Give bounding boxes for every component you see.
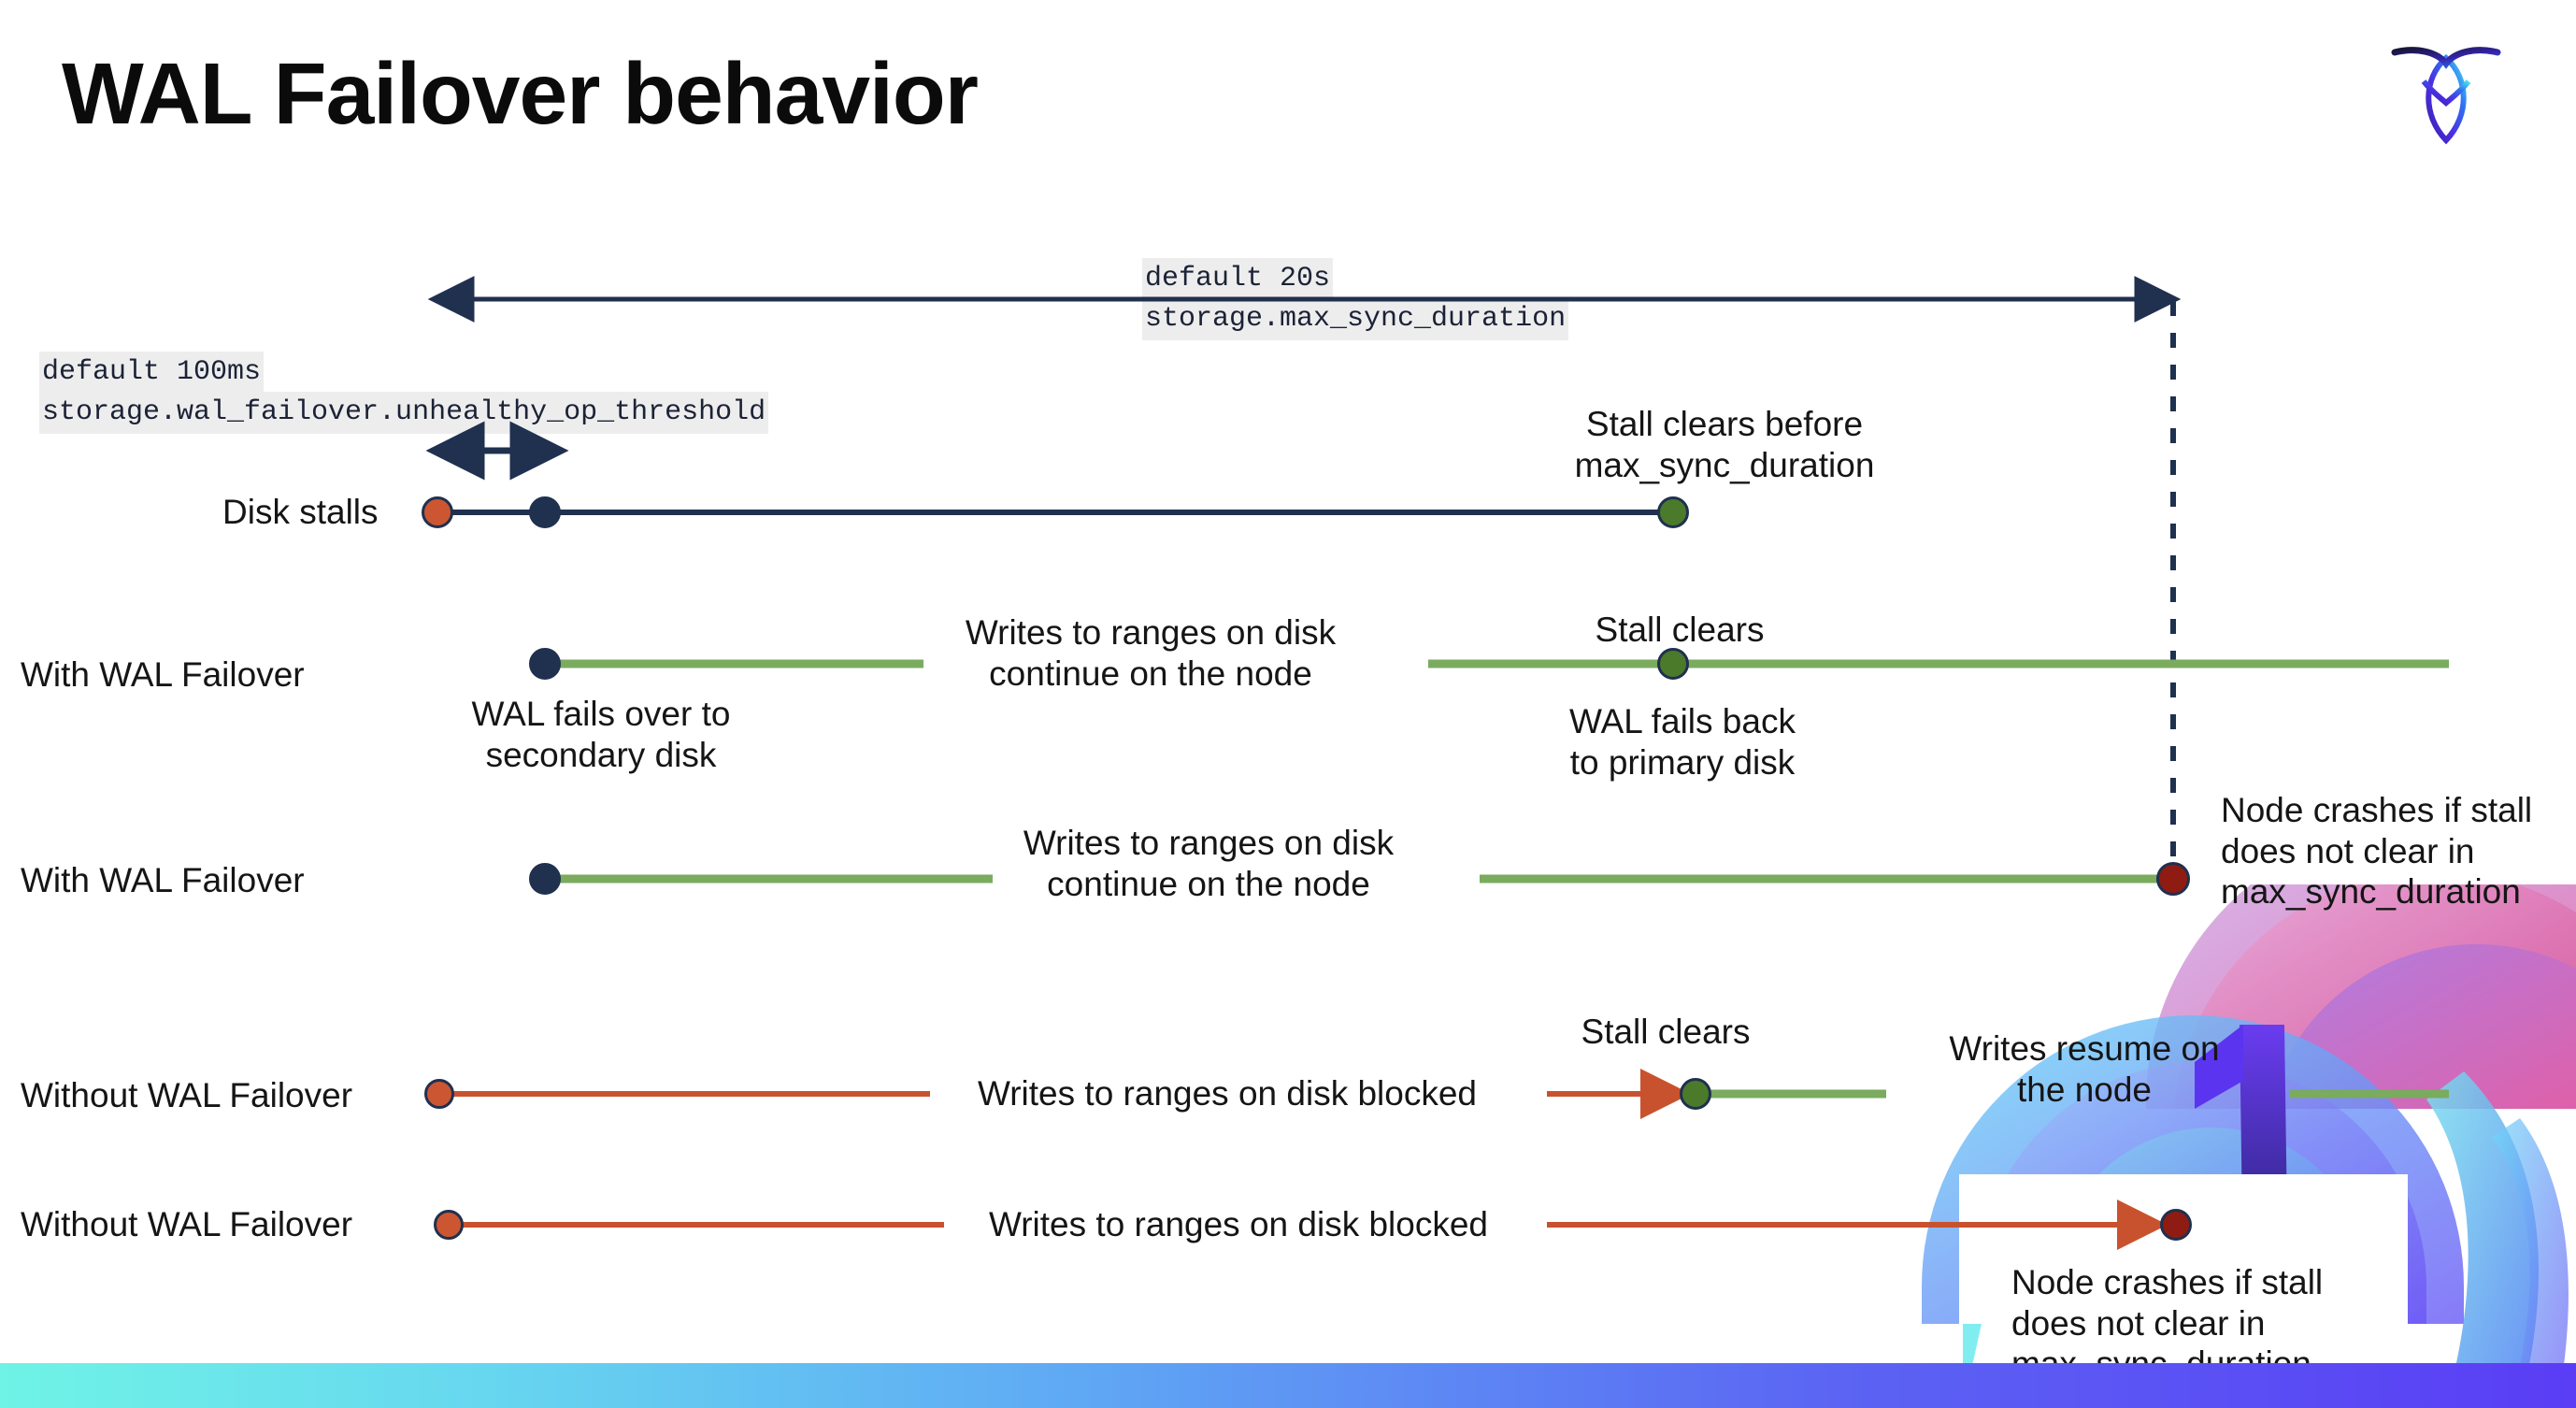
row-label-with-wal-failover-2: With WAL Failover [21, 861, 305, 899]
row-label-with-wal-failover-1: With WAL Failover [21, 655, 305, 694]
with-wal-failover-2-crash-dot [2156, 862, 2190, 896]
note-writes-resume: Writes resume on the node [1949, 1029, 2220, 1109]
without-wal-failover-2-crash-dot [2160, 1209, 2192, 1241]
unhealthy-default-chip: default 100ms [39, 352, 265, 394]
without-wal-failover-2-start-dot [434, 1210, 464, 1240]
disk-stalls-start-dot [422, 496, 453, 528]
note-writes-continue-1: Writes to ranges on disk continue on the… [965, 613, 1337, 693]
row-label-without-wal-failover-2: Without WAL Failover [21, 1205, 353, 1243]
without-wal-failover-1-clear-dot [1680, 1078, 1711, 1110]
note-wal-fails-back: WAL fails back to primary disk [1569, 702, 1796, 782]
with-wal-failover-1-clear-dot [1657, 648, 1689, 680]
note-stall-clears-before: Stall clears before max_sync_duration [1574, 405, 1875, 484]
without-wal-failover-1-start-dot [424, 1079, 454, 1109]
max-sync-default-chip: default 20s [1142, 258, 1334, 300]
with-wal-failover-1-start-dot [529, 648, 561, 680]
disk-stalls-clear-dot [1657, 496, 1689, 528]
note-wal-fails-over: WAL fails over to secondary disk [471, 695, 731, 774]
row-label-disk-stalls: Disk stalls [222, 493, 379, 531]
page-title: WAL Failover behavior [62, 45, 979, 142]
unhealthy-setting-chip: storage.wal_failover.unhealthy_op_thresh… [39, 392, 769, 434]
cockroachdb-logo-icon [2385, 30, 2507, 156]
note-writes-blocked-2: Writes to ranges on disk blocked [988, 1205, 1489, 1243]
row-label-without-wal-failover-1: Without WAL Failover [21, 1076, 353, 1114]
max-sync-setting-chip: storage.max_sync_duration [1142, 298, 1569, 340]
note-writes-blocked-1: Writes to ranges on disk blocked [977, 1074, 1478, 1113]
with-wal-failover-2-start-dot [529, 863, 561, 895]
note-stall-clears-1: Stall clears [1595, 611, 1765, 649]
disk-stalls-failover-dot [529, 496, 561, 528]
note-writes-continue-2: Writes to ranges on disk continue on the… [1023, 824, 1395, 903]
note-stall-clears-2: Stall clears [1581, 1013, 1751, 1051]
bottom-gradient-bar [0, 1363, 2576, 1408]
note-node-crashes-1: Node crashes if stall does not clear in … [2221, 791, 2533, 912]
